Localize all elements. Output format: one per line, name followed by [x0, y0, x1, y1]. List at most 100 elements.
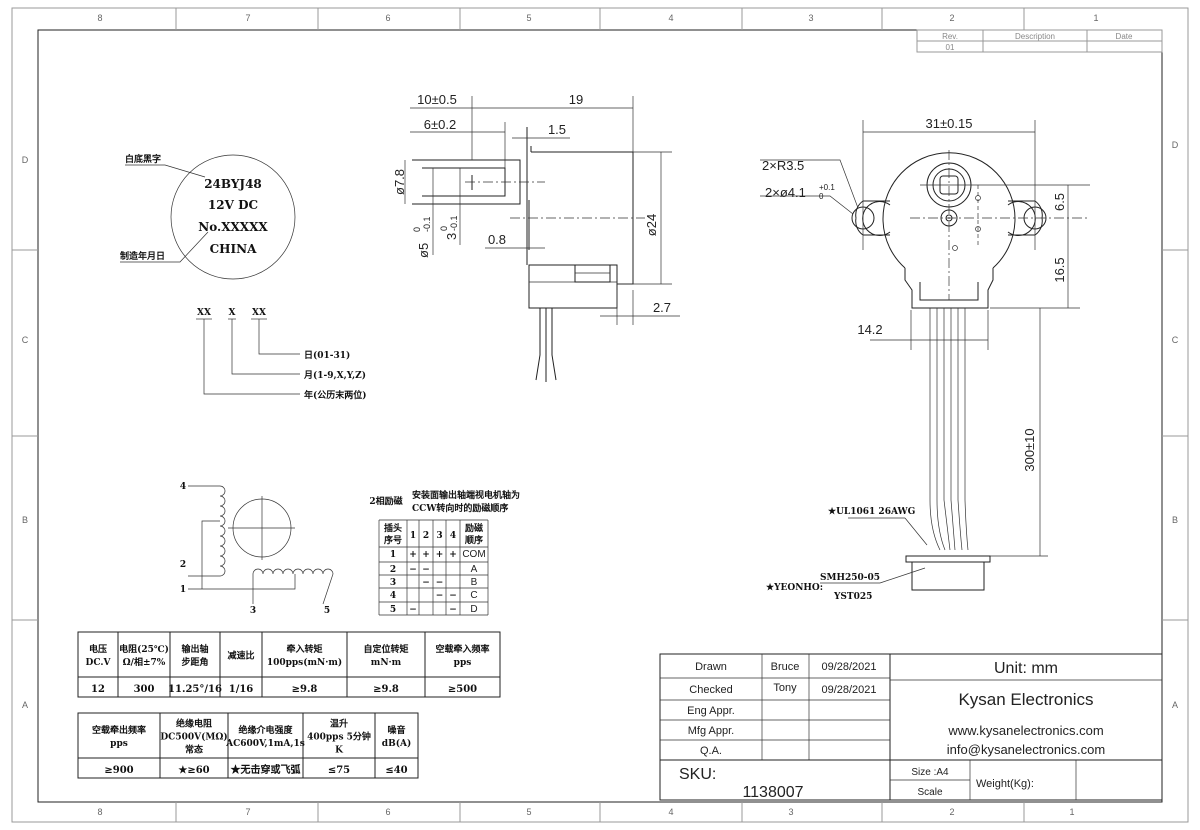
col-label: 7 [245, 13, 250, 23]
spec-header: 温升 [330, 718, 348, 730]
spec-header: 噪音 [387, 724, 405, 736]
dim-plate: 0.8 [488, 232, 506, 247]
dim-flat-tol: 0 [439, 226, 449, 231]
table-border [77, 712, 419, 779]
sequence-cell: + [436, 550, 444, 560]
spec-value: ≥9.8 [292, 684, 318, 695]
sequence-cell: B [471, 577, 478, 588]
sku-value: 1138007 [742, 784, 803, 801]
sequence-cell: C [470, 590, 477, 601]
approval-role: Q.A. [700, 745, 722, 757]
callout-bottom: 制造年月日 [120, 250, 165, 262]
spec-value: ★≥60 [178, 765, 209, 776]
date-header: Date [1116, 32, 1133, 41]
spec-header: 400pps 5分钟 [307, 731, 371, 743]
spec-value: 300 [134, 684, 155, 695]
dim-shaft-tol: 0 [412, 227, 422, 232]
frame-ticks [12, 8, 1188, 822]
pin-label: 2 [180, 560, 186, 570]
col-label: 3 [808, 13, 813, 23]
approval-role: Mfg Appr. [688, 725, 734, 737]
dim-shaft-dia: ø5 [416, 243, 431, 258]
sequence-cell: − [436, 578, 444, 588]
dim-shaft-offset: 6.5 [1052, 193, 1067, 211]
label-line: 12V DC [208, 198, 258, 212]
sequence-header: 3 [436, 531, 442, 541]
col-label: 1 [1093, 13, 1098, 23]
size-label: Size :A4 [911, 767, 949, 778]
spec-header: pps [110, 739, 128, 749]
label-line: CHINA [210, 242, 257, 256]
spec-header: 常态 [185, 744, 203, 756]
label-view: 24BYJ48 12V DC No.XXXXX CHINA 白底黑字 制造年月日 [120, 153, 296, 280]
dim-width: 14.2 [857, 322, 882, 337]
row-label: D [1172, 140, 1179, 150]
sequence-cell: + [422, 550, 430, 560]
label-line: 24BYJ48 [204, 177, 262, 191]
spec-header: 空载牵入频率 [435, 643, 489, 655]
spec-header: K [335, 746, 344, 756]
pin-label: 5 [324, 606, 330, 616]
dim-shaft-length: 10±0.5 [417, 92, 457, 107]
approval-name: Bruce [771, 661, 800, 673]
pin-label: 4 [180, 482, 186, 492]
dim-body-dia: ø24 [644, 214, 659, 236]
spec-header: 自定位转矩 [363, 643, 408, 655]
dim-flat-tol-low: -0.1 [449, 215, 459, 231]
col-label: 5 [526, 13, 531, 23]
dim-hole-dia: 2×ø4.1 [765, 185, 806, 200]
legend-month: 月(1-9,X,Y,Z) [303, 370, 366, 381]
front-view: 31±0.15 2×R3.5 2×ø4.1 +0.1 0 14.2 6.5 16… [760, 116, 1090, 602]
col-label: 2 [949, 13, 954, 23]
dim-body-length: 19 [569, 92, 583, 107]
approval-name: Tony [773, 682, 797, 694]
pin-label: 1 [180, 585, 186, 595]
label-circle [170, 154, 296, 280]
website: www.kysanelectronics.com [947, 723, 1103, 738]
sequence-cell: − [449, 591, 457, 601]
approval-role: Eng Appr. [687, 705, 735, 717]
spec-value: ≥500 [448, 684, 477, 695]
wiring-diagram: 4 2 1 3 5 [180, 482, 334, 616]
sequence-cell: A [471, 564, 478, 575]
spec-value: ≥9.8 [373, 684, 399, 695]
date-code-legend: XX X XX 日(01-31) 月(1-9,X,Y,Z) 年(公历末两位) [196, 308, 367, 401]
sequence-row-number: 4 [390, 591, 396, 601]
row-label: C [22, 335, 29, 345]
sequence-row-number: 3 [390, 578, 396, 588]
email: info@kysanelectronics.com [947, 742, 1105, 757]
spec-value: 11.25°/16 [168, 684, 222, 695]
col-label: 6 [385, 13, 390, 23]
dim-bottom: 16.5 [1052, 257, 1067, 282]
table-border [77, 631, 501, 698]
spec-value: ≥900 [104, 765, 133, 776]
spec-header: 100pps(mN·m) [267, 657, 342, 668]
date-part-year: XX [197, 308, 211, 318]
sequence-header: 顺序 [465, 534, 483, 546]
sequence-cell: − [436, 591, 444, 601]
row-label: D [22, 155, 29, 165]
spec-header: 输出轴 [181, 643, 208, 655]
spec-header: 电压 [89, 643, 107, 655]
spec-header: 绝缘电阻 [176, 718, 212, 730]
sequence-subtitle: 安装面输出轴端视电机轴为 [412, 489, 520, 501]
spec-header: 减速比 [227, 650, 254, 662]
col-label: 5 [526, 807, 531, 817]
pin-label: 3 [250, 606, 256, 616]
date-part-month: X [229, 308, 236, 318]
col-label: 1 [1069, 807, 1074, 817]
weight-label: Weight(Kg): [976, 778, 1034, 790]
sequence-cell: + [449, 550, 457, 560]
spec-value: ≤75 [328, 765, 350, 776]
legend-year: 年(公历末两位) [304, 389, 367, 401]
description-header: Description [1015, 32, 1055, 41]
connector-terminal: YST025 [833, 592, 872, 602]
row-label: C [1172, 335, 1179, 345]
rev-header: Rev. [942, 32, 958, 41]
spec-value: 12 [91, 684, 105, 695]
spec-value: ≤40 [385, 765, 407, 776]
sequence-cell: − [422, 565, 430, 575]
